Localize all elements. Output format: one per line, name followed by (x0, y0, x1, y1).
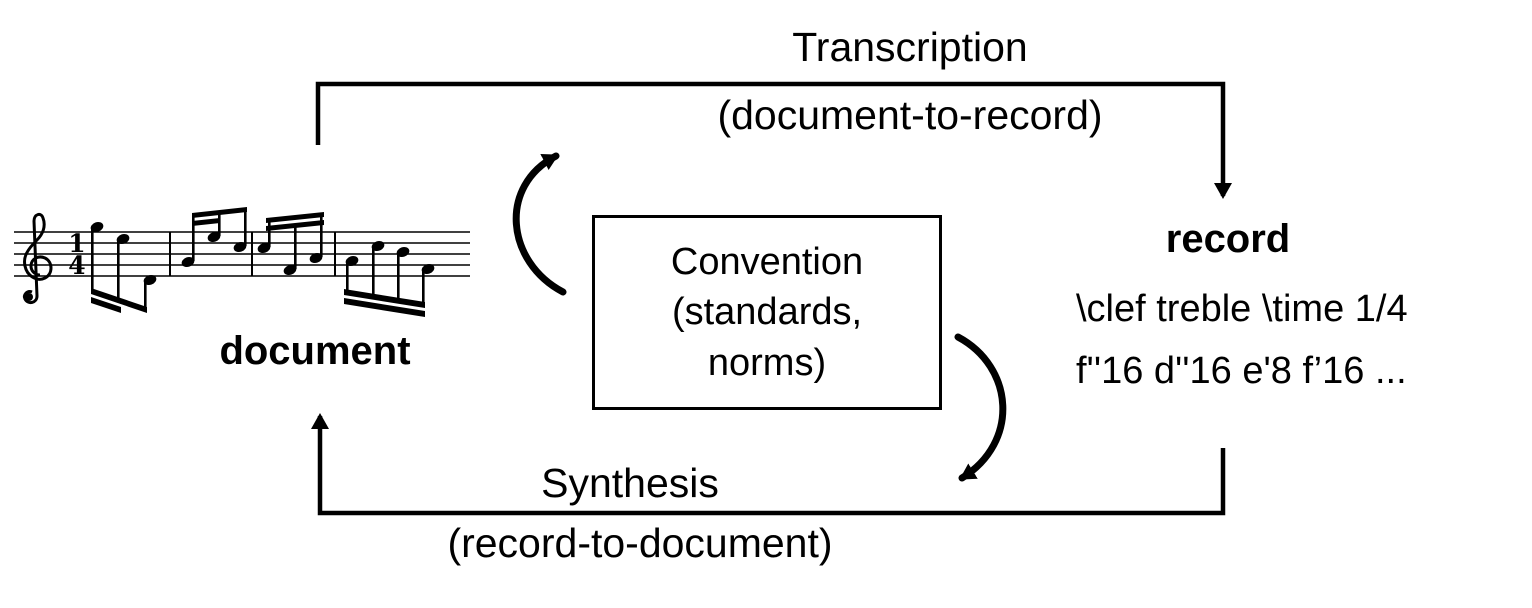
notes-measure-4 (344, 240, 435, 317)
transcription-label: Transcription (792, 24, 1028, 70)
record-code-line1: \clef treble \time 1/4 (1076, 288, 1408, 330)
record-code-line2: f''16 d''16 e'8 f’16 ... (1076, 350, 1407, 392)
synthesis-label: Synthesis (541, 460, 719, 506)
time-signature-bottom: 4 (68, 251, 85, 280)
convention-to-transcription-arrow (512, 152, 567, 296)
synthesis-sublabel: (record-to-document) (447, 520, 833, 566)
notes-measure-3 (257, 212, 324, 276)
convention-box-line3: norms) (707, 341, 827, 384)
convention-box-line1: Convention (670, 241, 864, 284)
transcription-sublabel: (document-to-record) (717, 92, 1103, 138)
treble-clef-icon (23, 212, 53, 305)
document-label: document (219, 329, 411, 373)
convention-to-synthesis-arrow (954, 333, 1007, 482)
notes-measure-2 (181, 207, 247, 268)
time-signature-top: 1 (68, 229, 85, 258)
convention-box: Convention (standards, norms) (592, 215, 942, 410)
record-label: record (1165, 217, 1291, 261)
notes-measure-1 (90, 221, 157, 313)
time-signature: 1 4 (68, 229, 85, 280)
music-score-image: 1 4 (14, 207, 470, 317)
barlines (169, 232, 336, 276)
convention-box-line2: (standards, (671, 291, 863, 334)
